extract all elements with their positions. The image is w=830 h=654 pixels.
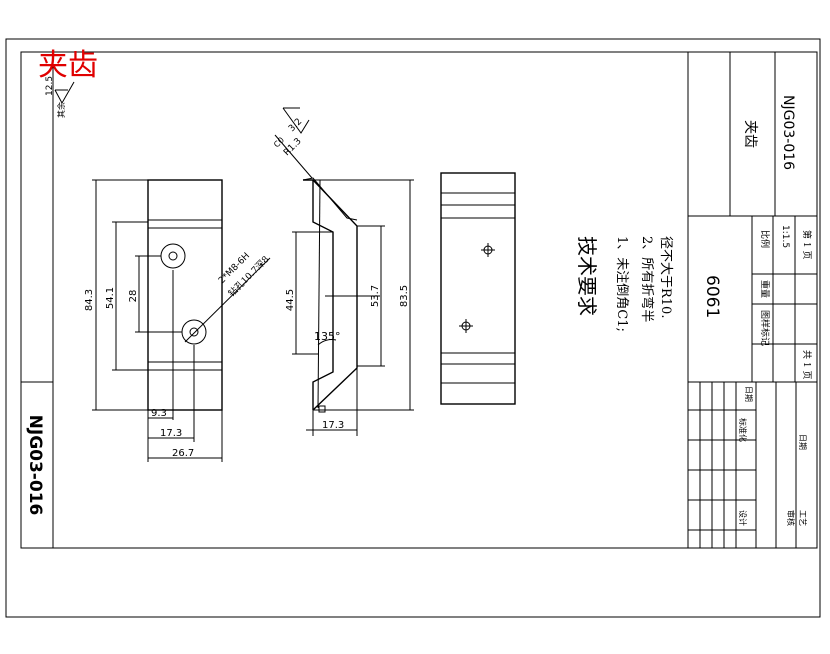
svg-text:重量: 重量 (759, 280, 771, 298)
svg-text:夹齿: 夹齿 (742, 120, 758, 148)
svg-text:设计: 设计 (738, 510, 748, 526)
top-view (440, 172, 516, 405)
svg-text:第 1 页: 第 1 页 (801, 230, 813, 259)
svg-text:2、所有折弯半: 2、所有折弯半 (639, 236, 655, 322)
svg-text:53.7: 53.7 (370, 285, 381, 307)
svg-text:R1.3: R1.3 (282, 136, 304, 158)
svg-text:44.5: 44.5 (285, 289, 296, 311)
svg-text:28: 28 (128, 290, 139, 303)
side-code: NJG03-016 (25, 415, 45, 516)
side-view: 3.2 C0 R1.3 44.5 53.7 83.5 135° 17.3 (272, 107, 414, 436)
svg-text:1、未注倒角C1;: 1、未注倒角C1; (614, 236, 629, 332)
tech-requirements: 技术要求 1、未注倒角C1; 2、所有折弯半 径不大于R10. (575, 236, 673, 332)
svg-text:工艺: 工艺 (798, 510, 807, 526)
svg-text:图样标记: 图样标记 (759, 310, 771, 346)
svg-text:共 1 页: 共 1 页 (801, 350, 812, 379)
svg-text:日期: 日期 (744, 386, 753, 402)
svg-text:26.7: 26.7 (172, 448, 194, 459)
svg-text:9.3: 9.3 (151, 408, 167, 419)
svg-text:审核: 审核 (786, 510, 796, 526)
svg-text:径不大于R10.: 径不大于R10. (658, 236, 673, 318)
front-view: 2*M8-6H 钻孔10.7深8 84.3 54.1 28 9.3 17.3 2… (84, 179, 272, 462)
svg-text:日期: 日期 (798, 434, 807, 450)
svg-text:标准化: 标准化 (738, 418, 748, 442)
svg-text:17.3: 17.3 (322, 420, 344, 431)
svg-text:135°: 135° (314, 330, 341, 343)
svg-text:12.5: 12.5 (45, 76, 55, 96)
roughness-symbol: 12.5 其余 (45, 76, 75, 118)
svg-text:17.3: 17.3 (160, 428, 182, 439)
svg-text:84.3: 84.3 (84, 289, 95, 311)
inner-frame (20, 51, 818, 549)
svg-text:6061: 6061 (702, 275, 722, 318)
svg-text:NJG03-016: NJG03-016 (780, 95, 796, 170)
svg-text:1:1.5: 1:1.5 (780, 225, 790, 248)
svg-text:其余: 其余 (56, 102, 66, 118)
svg-text:83.5: 83.5 (399, 285, 410, 307)
outer-frame (5, 38, 821, 618)
svg-text:54.1: 54.1 (105, 287, 116, 309)
title-block: 夹齿 NJG03-016 6061 比例 1:1.5 重量 图样标记 第 1 页… (687, 52, 817, 548)
svg-text:技术要求: 技术要求 (575, 236, 599, 316)
red-title: 夹齿 (38, 48, 98, 83)
svg-text:C0: C0 (272, 135, 286, 149)
svg-text:比例: 比例 (759, 230, 771, 248)
